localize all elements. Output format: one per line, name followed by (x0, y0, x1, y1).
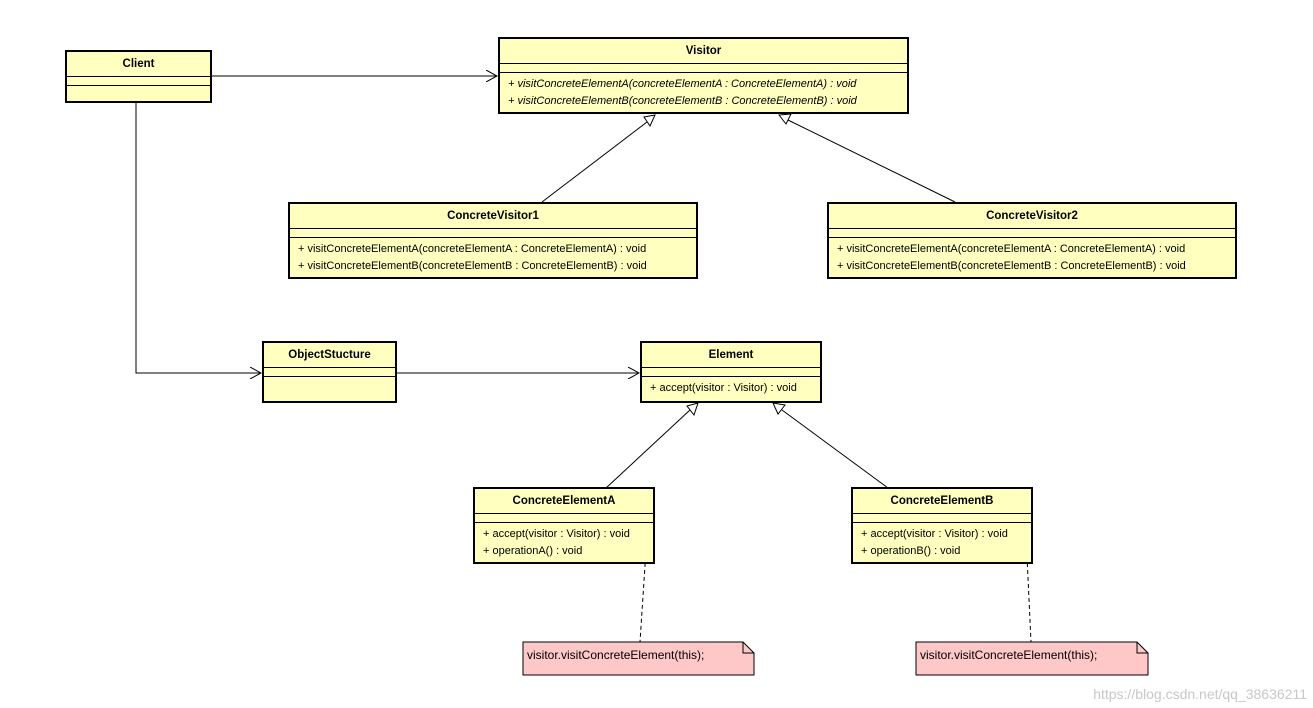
operation-compartment: + visitConcreteElementA(concreteElementA… (290, 237, 696, 278)
class-name: Element (708, 349, 754, 361)
class-client[interactable]: Client (65, 50, 212, 103)
attribute-compartment (264, 367, 395, 376)
operation-visit-a: + visitConcreteElementA(concreteElementA… (508, 78, 857, 90)
class-object-structure[interactable]: ObjectStucture (262, 341, 397, 403)
operation-compartment: + accept(visitor : Visitor) : void + ope… (475, 522, 653, 563)
note-a[interactable]: visitor.visitConcreteElement(this); (527, 648, 705, 662)
operation-compartment: + accept(visitor : Visitor) : void (642, 376, 820, 400)
class-name: ObjectStucture (288, 349, 371, 361)
concreteelementa-generalization (605, 402, 699, 489)
operation-b: + operationB() : void (861, 545, 961, 557)
operation-accept: + accept(visitor : Visitor) : void (483, 528, 630, 540)
class-name: ConcreteElementA (512, 495, 616, 507)
operation-visit-a: + visitConcreteElementA(concreteElementA… (837, 243, 1186, 255)
operation-visit-a: + visitConcreteElementA(concreteElementA… (298, 243, 647, 255)
operation-visit-b: + visitConcreteElementB(concreteElementB… (508, 95, 857, 107)
operation-compartment (67, 85, 210, 86)
class-concrete-visitor-2[interactable]: ConcreteVisitor2 + visitConcreteElementA… (827, 202, 1237, 279)
attribute-compartment (829, 228, 1235, 237)
attribute-compartment (853, 513, 1031, 522)
class-concrete-element-a[interactable]: ConcreteElementA + accept(visitor : Visi… (473, 487, 655, 564)
class-name: ConcreteElementB (890, 495, 994, 507)
attribute-compartment (500, 63, 907, 72)
operation-compartment: + visitConcreteElementA(concreteElementA… (500, 72, 907, 113)
attribute-compartment (475, 513, 653, 522)
concretevisitor2-generalization (778, 113, 956, 203)
operation-compartment: + visitConcreteElementA(concreteElementA… (829, 237, 1235, 278)
operation-visit-b: + visitConcreteElementB(concreteElementB… (837, 260, 1186, 272)
class-concrete-visitor-1[interactable]: ConcreteVisitor1 + visitConcreteElementA… (288, 202, 698, 279)
attribute-compartment (642, 367, 820, 376)
note-b-shape (915, 641, 1149, 676)
attribute-compartment (290, 228, 696, 237)
class-name: ConcreteVisitor1 (447, 210, 539, 222)
class-visitor[interactable]: Visitor + visitConcreteElementA(concrete… (498, 37, 909, 114)
class-concrete-element-b[interactable]: ConcreteElementB + accept(visitor : Visi… (851, 487, 1033, 564)
note-b[interactable]: visitor.visitConcreteElement(this); (920, 648, 1098, 662)
note-a-shape (522, 641, 755, 676)
client-to-objectstructure-association (135, 103, 261, 373)
operation-compartment: + accept(visitor : Visitor) : void + ope… (853, 522, 1031, 563)
operation-accept: + accept(visitor : Visitor) : void (861, 528, 1008, 540)
class-name: ConcreteVisitor2 (986, 210, 1078, 222)
attribute-compartment (67, 76, 210, 85)
class-name: Visitor (685, 45, 722, 57)
operation-compartment (264, 376, 395, 377)
concretevisitor1-generalization (541, 114, 656, 203)
class-element[interactable]: Element + accept(visitor : Visitor) : vo… (640, 341, 822, 403)
watermark-text: https://blog.csdn.net/qq_38636211 (1093, 686, 1307, 702)
class-name: Client (122, 58, 155, 70)
concreteelementb-generalization (772, 402, 889, 489)
operation-visit-b: + visitConcreteElementB(concreteElementB… (298, 260, 647, 272)
operation-a: + operationA() : void (483, 545, 583, 557)
operation-accept: + accept(visitor : Visitor) : void (650, 382, 797, 394)
